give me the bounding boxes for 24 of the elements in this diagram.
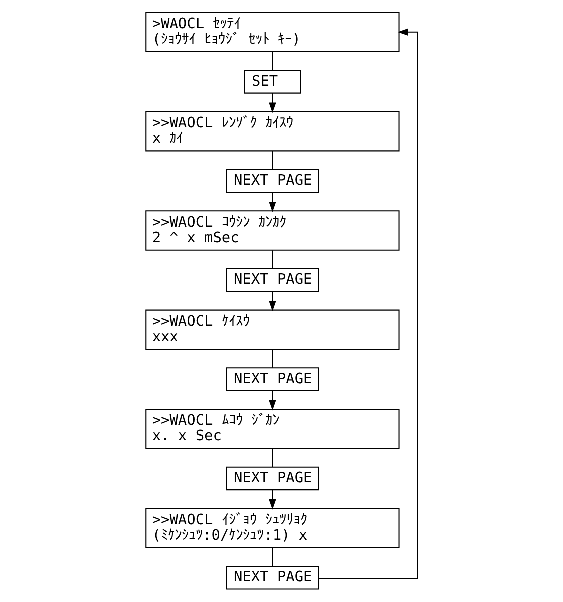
node-box: NEXT PAGE [226, 368, 319, 392]
connector [272, 151, 273, 170]
node-box: >>WAOCL ｺｳｼﾝ ｶﾝｶｸ 2 ^ x mSec [145, 210, 400, 251]
connector [272, 548, 273, 566]
node-box: NEXT PAGE [226, 466, 319, 491]
connector [272, 350, 273, 368]
node-box: NEXT PAGE [226, 566, 319, 590]
connector [272, 52, 273, 70]
node-box: NEXT PAGE [226, 268, 319, 292]
connector [272, 449, 273, 468]
arrow [268, 192, 276, 212]
node-box: >WAOCL ｾｯﾃｲ (ｼｮｳｻｲ ﾋｮｳｼﾞ ｾｯﾄ ｷｰ) [145, 12, 400, 53]
node-box: SET [244, 70, 301, 94]
node-box: >>WAOCL ﾑｺｳ ｼﾞｶﾝ x. x Sec [145, 408, 400, 450]
node-box: >>WAOCL ﾚﾝｿﾞｸ ｶｲｽｳ x ｶｲ [145, 111, 400, 152]
connector [272, 250, 273, 269]
node-box: >>WAOCL ｲｼﾞｮｳ ｼｭﾂﾘｮｸ (ﾐｹﾝｼｭﾂ:0/ｹﾝｼｭﾂ:1) x [145, 508, 400, 548]
arrow [268, 391, 276, 411]
arrow [268, 93, 276, 114]
node-box: >>WAOCL ｹｲｽｳ xxx [145, 310, 400, 350]
arrow [318, 28, 418, 580]
node-box: NEXT PAGE [226, 169, 319, 194]
arrow [268, 490, 276, 510]
arrow [268, 292, 276, 312]
